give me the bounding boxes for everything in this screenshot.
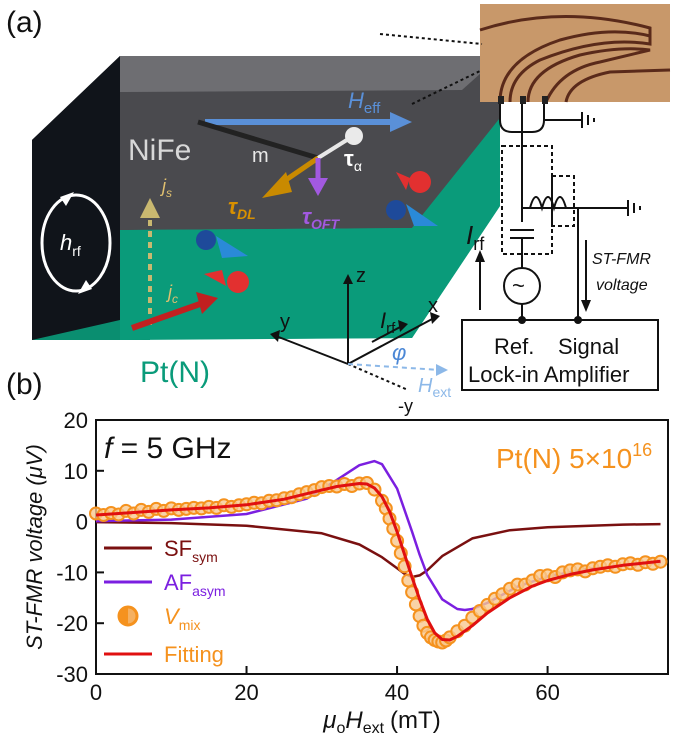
legend-vmix-half [119,607,128,625]
nife-top-band [120,56,500,92]
ac-source-icon: ~ [512,273,525,298]
axis-x-label: x [428,295,438,317]
series-line-fitting [95,482,661,642]
circuit-irf-label: Irf [466,220,485,254]
chart-annotation: Pt(N) 5×1016 [496,440,652,474]
nife-label: NiFe [128,134,191,167]
axis-irf-label: Irf [380,308,396,337]
zoom-line-2 [411,69,483,105]
x-tick-label: 60 [535,680,559,705]
circuit-voltage-label: voltage [596,277,648,294]
axis-hext-label: Hext [418,375,451,400]
y-tick-label: -10 [56,560,88,585]
pt-layer-band [120,118,500,340]
jc-arrowhead [196,292,218,314]
plot-frame [95,419,669,675]
x-tick-label: 40 [385,680,409,705]
y-tick-label: 20 [64,408,88,433]
device-micrograph [479,4,671,104]
axis-neg-y-label: -y [398,396,413,416]
bilayer-diagram [32,56,500,340]
y-tick-label: -20 [56,611,88,636]
x-tick-label: 20 [234,680,258,705]
axis-y-label: y [280,311,290,333]
circuit-node-1 [518,316,526,324]
axis-z-label: z [356,265,366,287]
legend-sf-label: SFsym [164,536,218,565]
lockin-amplifier-label: Lock-in Amplifier [468,362,629,387]
heff-label: Heff [348,88,381,117]
circuit-node-2 [574,316,582,324]
coordinate-axes [275,282,441,391]
hrf-label: hrf [60,230,81,259]
m-vector [197,119,319,161]
m-label: m [252,145,269,167]
tau-dl-head [262,172,292,198]
spin-electrons [196,171,438,293]
y-axis-label: ST-FMR voltage (μV) [22,444,47,650]
tau-oft-head [308,178,328,196]
lockin-signal-label: Signal [558,334,619,359]
lockin-ref-label: Ref. [494,334,534,359]
y-arrowhead [270,330,280,342]
irf-arrowhead [398,320,408,332]
chart-title: f = 5 GHz [104,432,232,465]
circuit-st-fmr-label: ST-FMR [592,251,651,268]
y-tick-label: 0 [76,510,88,535]
tau-alpha-vector [316,136,352,160]
axis-phi-label: φ [392,340,406,365]
tau-alpha-label: τα [344,146,362,174]
y-tick-label: -30 [56,662,88,687]
hext-arrowhead [436,364,448,376]
js-label: js [159,176,172,200]
legend-fitting-label: Fitting [164,642,224,667]
x-tick-label: 0 [90,680,102,705]
jc-label: jc [165,282,178,306]
tau-alpha-head [345,127,363,145]
zoom-line-1 [379,33,483,45]
tau-dl-label: τDL [228,194,256,222]
panel-a-label: (a) [6,6,43,39]
x-arrowhead [430,312,440,324]
panel-b-label: (b) [6,368,43,401]
legend: SFsym AFasym Vmix Fitting [104,536,226,667]
circuit-schematic [461,104,659,391]
tau-oft-label: τOFT [302,204,340,232]
y-ticks: 20 10 0 -10 -20 -30 [56,408,104,687]
chart-title-rest: = 5 GHz [112,432,231,465]
jc-arrow [131,301,201,331]
legend-af-label: AFasym [164,570,226,599]
bilayer-left-dark [32,56,120,340]
chart-plot: 20 10 0 -10 -20 -30 0 20 40 60 [56,408,669,705]
irf-circuit-arrowhead [475,250,485,262]
y-tick-label: 10 [64,459,88,484]
heff-arrowhead [390,112,412,132]
hrf-loop [40,192,112,294]
legend-vmix-label: Vmix [164,604,200,633]
z-arrowhead [343,274,353,284]
pt-label: Pt(N) [140,356,210,389]
x-ticks: 0 20 40 60 [90,666,560,705]
x-axis-label: μoHext(mT) [322,707,440,737]
js-arrowhead [140,198,160,218]
voltage-circuit-arrowhead [581,300,591,312]
